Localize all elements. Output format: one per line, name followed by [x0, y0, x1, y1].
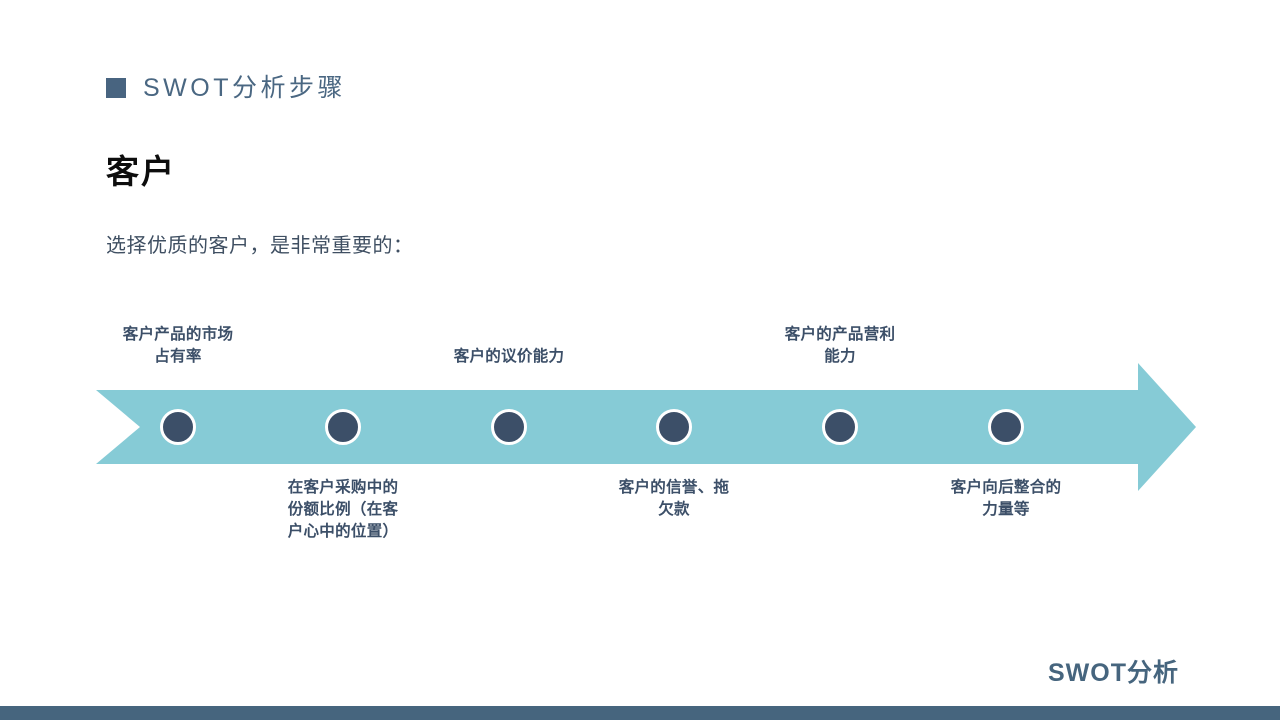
footer-bar — [0, 706, 1280, 720]
timeline-graphic — [0, 300, 1280, 600]
caption-line: 能力 — [824, 348, 856, 365]
caption-line: 客户向后整合的 — [950, 479, 1062, 496]
page-title: 客户 — [106, 153, 176, 190]
arrow-shape-icon — [96, 363, 1196, 491]
section-heading-label: SWOT分析步骤 — [143, 74, 346, 102]
footer-label: SWOT分析 — [1048, 659, 1179, 687]
caption-line: 占有率 — [154, 348, 202, 365]
section-heading: SWOT分析步骤 — [106, 68, 346, 104]
timeline-caption-6: 客户向后整合的力量等 — [911, 477, 1101, 521]
slide-subtitle: 选择优质的客户，是非常重要的： — [106, 235, 414, 257]
timeline-marker-2[interactable] — [325, 409, 361, 445]
timeline-marker-3[interactable] — [491, 409, 527, 445]
caption-line: 客户的议价能力 — [453, 348, 565, 365]
caption-line: 欠款 — [658, 501, 690, 518]
caption-line: 客户的信誉、拖 — [618, 479, 730, 496]
caption-line: 客户的产品营利 — [784, 326, 896, 343]
timeline-marker-6[interactable] — [988, 409, 1024, 445]
timeline-caption-1: 客户产品的市场占有率 — [83, 324, 273, 368]
square-bullet-icon — [106, 77, 126, 98]
caption-line: 在客户采购中的 — [287, 479, 399, 496]
caption-line: 客户产品的市场 — [122, 326, 234, 343]
timeline-caption-5: 客户的产品营利能力 — [745, 324, 935, 368]
caption-line: 户心中的位置） — [287, 523, 399, 540]
caption-line: 力量等 — [982, 501, 1030, 518]
timeline-caption-3: 客户的议价能力 — [414, 346, 604, 368]
caption-line: 份额比例（在客 — [287, 501, 399, 518]
timeline-marker-5[interactable] — [822, 409, 858, 445]
timeline-caption-2: 在客户采购中的份额比例（在客户心中的位置） — [248, 477, 438, 543]
timeline-caption-4: 客户的信誉、拖欠款 — [579, 477, 769, 521]
timeline-marker-1[interactable] — [160, 409, 196, 445]
timeline-marker-4[interactable] — [656, 409, 692, 445]
